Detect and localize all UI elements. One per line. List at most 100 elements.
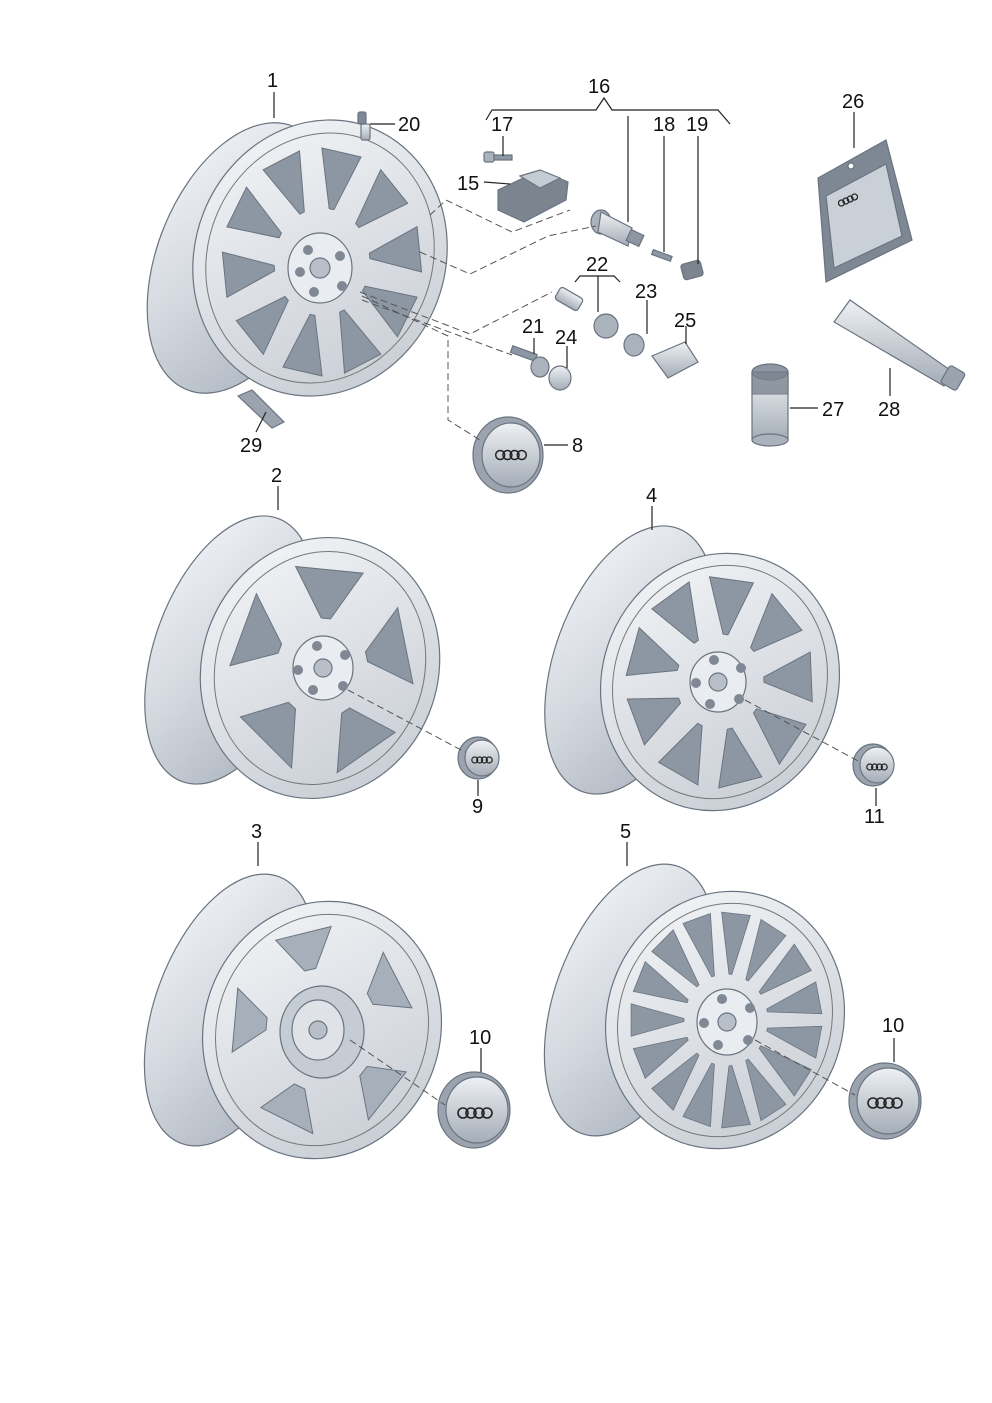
callout-26: 26: [842, 91, 864, 113]
valve-stem-part-16: [590, 209, 645, 248]
spoke-window: [718, 727, 763, 789]
callout-22: 22: [586, 254, 608, 276]
spoke-window: [355, 168, 409, 229]
callout-1: 1: [267, 70, 278, 92]
spoke-window: [651, 1052, 700, 1111]
callout-28: 28: [878, 399, 900, 421]
grease-tube-part-28: [833, 299, 966, 391]
callout-5: 5: [620, 821, 631, 843]
leader-lines: [255, 92, 895, 1072]
balance-weight-part-29: [236, 389, 286, 429]
callout-11: 11: [864, 806, 885, 828]
spoke-window: [294, 565, 365, 620]
valve-cap-part-19: [680, 259, 704, 281]
package-part-26: [817, 139, 913, 283]
spoke-window: [366, 951, 413, 1009]
callout-labels: 1 20 16 17 18 19 15 22 23 21 25 24 26 27…: [240, 70, 904, 1049]
callout-16: 16: [588, 76, 610, 98]
spoke-window: [745, 918, 787, 982]
callout-20: 20: [398, 114, 420, 136]
spoke-window: [262, 150, 305, 215]
callout-24: 24: [555, 327, 577, 349]
callout-17: 17: [491, 114, 513, 136]
spoke-window: [708, 576, 755, 636]
spoke-window: [221, 251, 276, 299]
callout-8: 8: [572, 435, 583, 457]
spoke-window: [721, 911, 751, 975]
hub-cap-8: [472, 416, 544, 494]
spoke-window: [259, 1083, 314, 1135]
four-rings-logo-icon: [457, 1107, 493, 1119]
spoke-window: [362, 285, 418, 338]
spoke-window: [625, 626, 680, 676]
assembly-link-lines: [347, 199, 861, 1106]
wheel-1: [146, 119, 448, 397]
spoke-window: [763, 651, 813, 703]
spoke-window: [632, 1036, 689, 1079]
callout-23: 23: [635, 281, 657, 303]
four-rings-logo-icon: [494, 449, 528, 461]
wheel-3: [143, 873, 443, 1160]
spoke-window: [752, 708, 807, 766]
bolt-part-21: [509, 344, 550, 378]
spoke-window: [364, 606, 414, 685]
washer-part-23: [623, 333, 645, 357]
spoke-window: [235, 295, 289, 356]
hub-cap-9: [457, 736, 500, 780]
spoke-window: [239, 701, 297, 770]
valve-part-22: [554, 286, 619, 339]
spoke-window: [682, 912, 715, 978]
callout-29: 29: [240, 435, 262, 457]
spoke-window: [657, 722, 703, 786]
valve-core-part-18: [650, 248, 673, 263]
callout-2: 2: [271, 465, 282, 487]
callout-10-left: 10: [469, 1027, 491, 1049]
spoke-window: [630, 1003, 685, 1037]
hub-cap-10-left: [437, 1071, 511, 1149]
valve-part-20: [357, 111, 371, 141]
callout-4: 4: [646, 485, 657, 507]
spoke-window: [336, 707, 397, 774]
wheel-4: [544, 525, 841, 812]
callout-15: 15: [457, 173, 479, 195]
spoke-window: [766, 981, 823, 1015]
spoke-window: [626, 697, 682, 746]
hub-cap-10-right: [848, 1062, 922, 1140]
cylinder-part-27: [751, 363, 789, 447]
spoke-window: [758, 1045, 812, 1097]
callout-27: 27: [822, 399, 844, 421]
callout-10-right: 10: [882, 1015, 904, 1037]
spoke-window: [721, 1065, 751, 1129]
wheel-2: [144, 515, 441, 800]
spoke-window: [359, 1065, 408, 1121]
spoke-window: [758, 943, 812, 995]
nut-part-24: [548, 365, 572, 391]
spoke-window: [229, 592, 283, 667]
four-rings-logo-icon: [837, 193, 859, 207]
four-rings-logo-icon: [471, 756, 493, 764]
valve-tool-part-25: [651, 341, 699, 379]
spoke-window: [321, 147, 362, 211]
spoke-window: [282, 313, 323, 377]
wheel-5: [543, 863, 846, 1150]
callout-3: 3: [251, 821, 262, 843]
spoke-window: [368, 225, 423, 273]
tire-pressure-sensor-part-15: [497, 169, 569, 223]
spoke-window: [632, 961, 689, 1004]
spoke-window: [274, 925, 332, 972]
screw-part-17: [483, 151, 513, 163]
callout-21: 21: [522, 316, 544, 338]
callout-25: 25: [674, 310, 696, 332]
spoke-window: [745, 1058, 787, 1122]
callout-9: 9: [472, 796, 483, 818]
spoke-window: [682, 1062, 715, 1128]
callout-18: 18: [653, 114, 675, 136]
spoke-window: [651, 929, 700, 988]
hub-cap-11: [852, 743, 895, 787]
four-rings-logo-icon: [866, 763, 888, 771]
spoke-window: [651, 581, 699, 644]
spoke-window: [226, 186, 282, 239]
four-rings-logo-icon: [867, 1097, 903, 1109]
spoke-window: [339, 309, 382, 374]
